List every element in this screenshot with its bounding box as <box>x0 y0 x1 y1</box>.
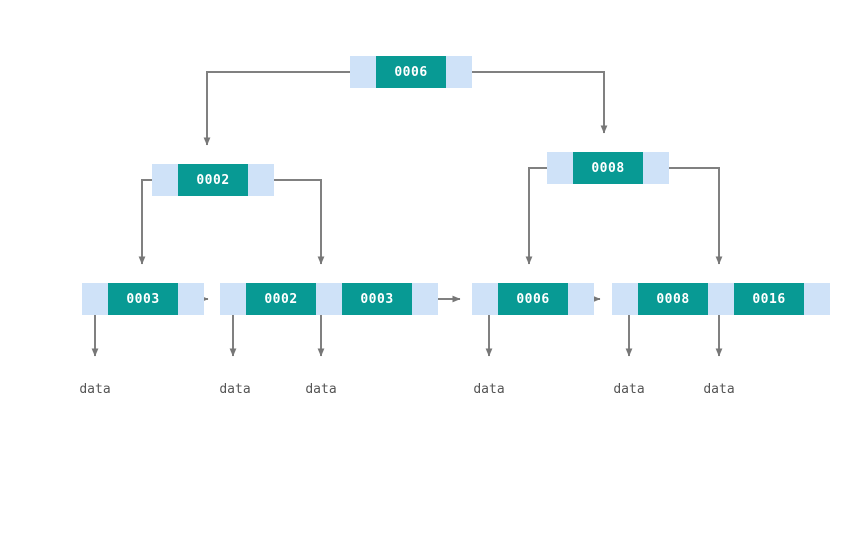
edge-root-to-internal-left <box>203 71 364 146</box>
leaf-1-pointer-1[interactable] <box>178 283 204 315</box>
leaf-4-key-0[interactable]: 0008 <box>638 283 708 315</box>
edge-internal-right-to-leaf-4 <box>653 167 723 265</box>
node-internal-right[interactable]: 0008 <box>547 152 669 184</box>
internal-right-pointer-1[interactable] <box>643 152 669 184</box>
data-label-5: data <box>613 382 645 397</box>
leaf-1-pointer-0[interactable] <box>82 283 108 315</box>
data-label-1: data <box>79 382 111 397</box>
leaf-2-pointer-0[interactable] <box>220 283 246 315</box>
leaf-1-key-0[interactable]: 0003 <box>108 283 178 315</box>
internal-right-key-0[interactable]: 0008 <box>573 152 643 184</box>
leaf-2-pointer-2[interactable] <box>412 283 438 315</box>
root-key-0[interactable]: 0006 <box>376 56 446 88</box>
leaf-4-pointer-0[interactable] <box>612 283 638 315</box>
internal-right-pointer-0[interactable] <box>547 152 573 184</box>
node-leaf-2[interactable]: 0002 0003 <box>220 283 438 315</box>
data-label-3: data <box>305 382 337 397</box>
leaf-2-key-0[interactable]: 0002 <box>246 283 316 315</box>
edge-internal-right-to-leaf-3 <box>525 167 547 265</box>
internal-left-key-0[interactable]: 0002 <box>178 164 248 196</box>
edge-root-to-internal-right <box>455 71 608 134</box>
data-label-4: data <box>473 382 505 397</box>
data-label-2: data <box>219 382 251 397</box>
node-internal-left[interactable]: 0002 <box>152 164 274 196</box>
leaf-2-key-1[interactable]: 0003 <box>342 283 412 315</box>
internal-left-pointer-1[interactable] <box>248 164 274 196</box>
node-root[interactable]: 0006 <box>350 56 472 88</box>
leaf-3-key-0[interactable]: 0006 <box>498 283 568 315</box>
leaf-4-key-1[interactable]: 0016 <box>734 283 804 315</box>
data-label-6: data <box>703 382 735 397</box>
root-pointer-0[interactable] <box>350 56 376 88</box>
leaf-3-pointer-0[interactable] <box>472 283 498 315</box>
node-leaf-1[interactable]: 0003 <box>82 283 204 315</box>
leaf-4-pointer-1[interactable] <box>708 283 734 315</box>
leaf-3-pointer-1[interactable] <box>568 283 594 315</box>
edge-internal-left-to-leaf-2 <box>258 179 325 265</box>
node-leaf-3[interactable]: 0006 <box>472 283 594 315</box>
leaf-2-pointer-1[interactable] <box>316 283 342 315</box>
leaf-4-pointer-2[interactable] <box>804 283 830 315</box>
root-pointer-1[interactable] <box>446 56 472 88</box>
internal-left-pointer-0[interactable] <box>152 164 178 196</box>
node-leaf-4[interactable]: 0008 0016 <box>612 283 830 315</box>
